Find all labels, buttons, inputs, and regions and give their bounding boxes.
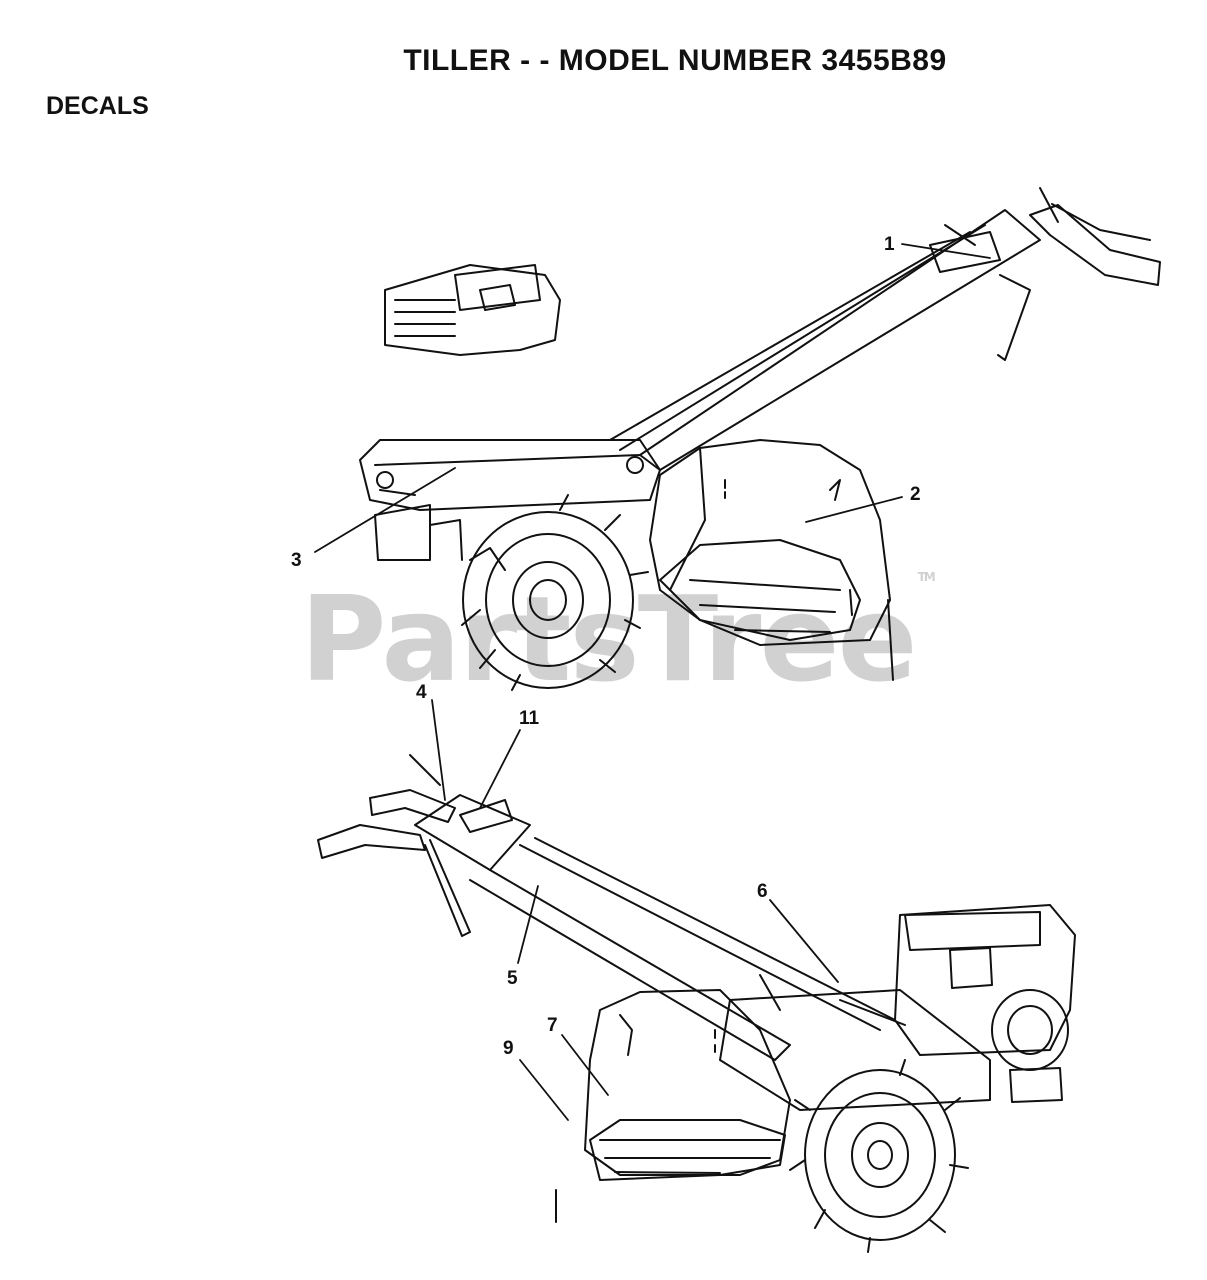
callout-11: 11 (519, 708, 540, 729)
callout-7: 7 (547, 1015, 558, 1036)
leader-9 (519, 1059, 569, 1121)
callout-3: 3 (291, 550, 302, 571)
leader-5 (517, 885, 539, 964)
watermark-trademark: TM (917, 570, 936, 584)
leader-4 (431, 699, 446, 801)
callout-6: 6 (757, 881, 768, 902)
leader-2 (805, 496, 903, 523)
callout-labels: 1 2 3 4 11 5 6 7 9 (291, 234, 921, 1059)
leader-lines (314, 243, 991, 1121)
callout-2: 2 (910, 484, 921, 505)
upper-tiller-drawing (359, 187, 1161, 691)
leader-7 (561, 1034, 609, 1096)
leader-1 (901, 243, 991, 259)
leader-3 (314, 467, 456, 553)
section-title: DECALS (46, 92, 149, 120)
callout-5: 5 (507, 968, 518, 989)
leader-6 (769, 899, 839, 983)
callout-9: 9 (503, 1038, 514, 1059)
page-title: TILLER - - MODEL NUMBER 3455B89 (403, 44, 947, 77)
callout-1: 1 (884, 234, 895, 255)
callout-4: 4 (416, 682, 427, 703)
leader-11 (479, 729, 521, 809)
lower-tiller-drawing (317, 754, 1076, 1253)
